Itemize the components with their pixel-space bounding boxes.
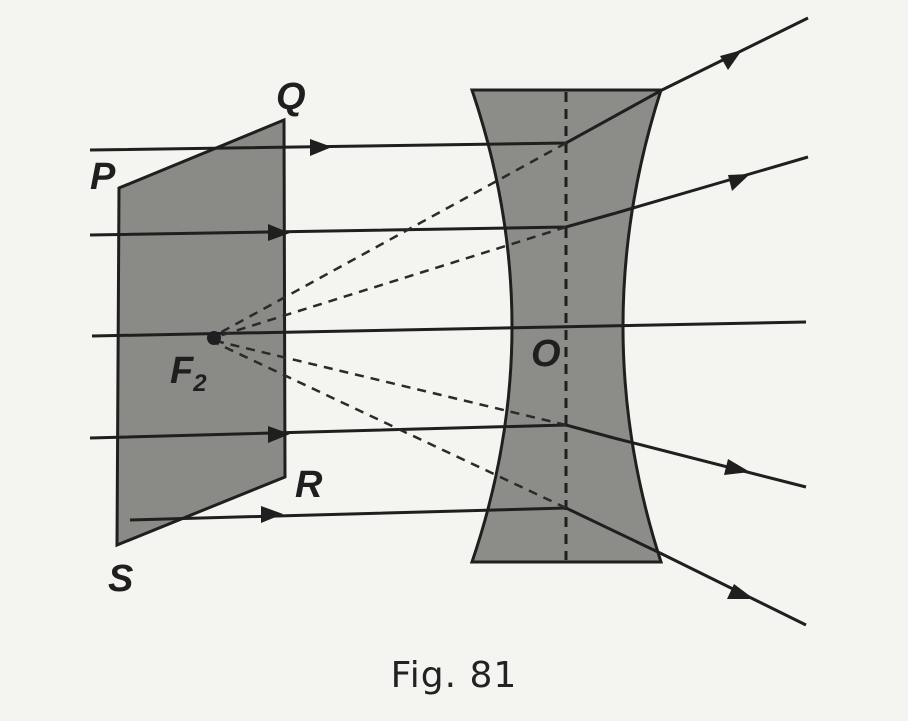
focal-point-f2 bbox=[207, 331, 221, 345]
arrow-incident-2 bbox=[268, 224, 290, 241]
arrow-incident-1 bbox=[310, 139, 332, 156]
incident-arrowheads bbox=[261, 139, 332, 523]
arrow-refracted-5 bbox=[727, 584, 754, 599]
figure-caption: Fig. 81 bbox=[390, 655, 518, 696]
label-f-subscript: 2 bbox=[193, 370, 207, 397]
extension-ray-4 bbox=[215, 339, 567, 427]
label-r: R bbox=[295, 464, 323, 506]
arrow-refracted-4 bbox=[724, 459, 750, 475]
arrow-refracted-2 bbox=[728, 174, 750, 191]
arrow-refracted-1 bbox=[720, 50, 742, 70]
arrow-incident-4 bbox=[268, 426, 290, 443]
virtual-ray-extensions bbox=[215, 141, 567, 510]
label-o: O bbox=[531, 333, 561, 375]
label-s: S bbox=[108, 558, 134, 600]
label-p: P bbox=[90, 156, 116, 198]
refracted-ray-2 bbox=[615, 155, 809, 215]
label-f2: F2 bbox=[170, 350, 207, 396]
extension-ray-2 bbox=[215, 225, 567, 339]
extension-ray-5 bbox=[215, 341, 567, 510]
extension-ray-1 bbox=[215, 141, 567, 337]
label-q: Q bbox=[276, 76, 306, 118]
arrow-incident-5 bbox=[261, 506, 283, 523]
label-f: F bbox=[170, 350, 194, 392]
refracted-arrowheads bbox=[720, 50, 754, 599]
refracted-ray-4 bbox=[613, 436, 807, 489]
